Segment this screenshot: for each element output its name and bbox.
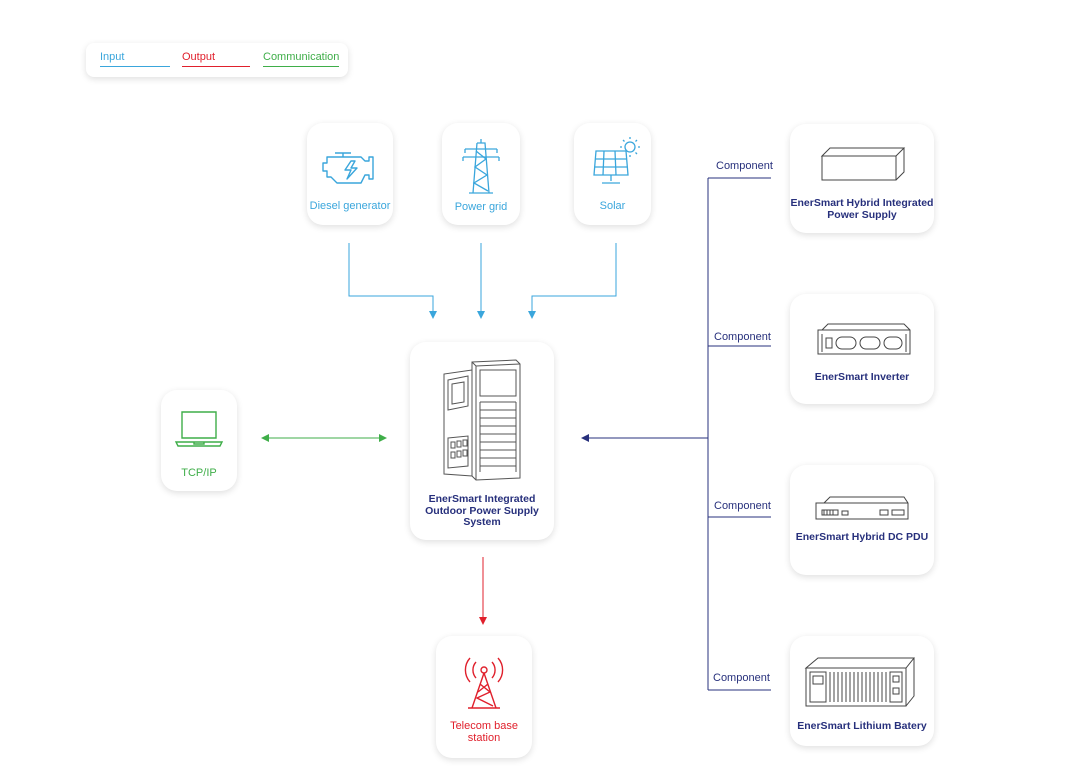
input-card-solar: Solar: [574, 123, 651, 225]
component-link-label-2: Component: [714, 331, 771, 343]
legend-communication: Communication: [263, 51, 339, 67]
legend-output: Output: [182, 51, 250, 67]
input-label-diesel: Diesel generator: [309, 200, 391, 212]
center-title: EnerSmart Integrated Outdoor Power Suppl…: [425, 493, 539, 528]
component-label-2: EnerSmart Inverter: [814, 371, 910, 383]
rack-inverter-icon: [817, 323, 911, 355]
component-link-label-3: Component: [714, 500, 771, 512]
output-card-telecom: Telecom base station: [436, 636, 532, 758]
comm-card-tcpip: TCP/IP: [161, 390, 237, 491]
component-card-hybrid-power-supply: EnerSmart Hybrid Integrated Power Supply: [790, 124, 934, 233]
cabinet-icon: [443, 359, 521, 481]
power-tower-icon: [462, 139, 500, 194]
component-label-4: EnerSmart Lithium Batery: [797, 720, 927, 732]
rack-pdu-icon: [815, 496, 909, 520]
box-unit-icon: [820, 147, 906, 181]
input-label-grid: Power grid: [454, 201, 508, 213]
component-link-label-4: Component: [713, 672, 770, 684]
center-system-card: EnerSmart Integrated Outdoor Power Suppl…: [410, 342, 554, 540]
input-label-solar: Solar: [599, 200, 626, 212]
component-card-inverter: EnerSmart Inverter: [790, 294, 934, 404]
input-line-diesel: [348, 243, 437, 319]
input-card-diesel-generator: Diesel generator: [307, 123, 393, 225]
component-label-1: EnerSmart Hybrid Integrated Power Supply: [790, 197, 934, 221]
output-label: Telecom base station: [450, 720, 518, 744]
legend-input: Input: [100, 51, 170, 67]
engine-icon: [322, 152, 374, 184]
component-card-lithium-battery: EnerSmart Lithium Batery: [790, 636, 934, 746]
input-line-solar: [528, 243, 617, 319]
component-link-label-1: Component: [716, 160, 773, 172]
legend: Input Output Communication: [86, 43, 348, 77]
component-label-3: EnerSmart Hybrid DC PDU: [795, 531, 929, 543]
component-card-dc-pdu: EnerSmart Hybrid DC PDU: [790, 465, 934, 575]
input-card-power-grid: Power grid: [442, 123, 520, 225]
antenna-tower-icon: [464, 657, 504, 709]
battery-module-icon: [804, 657, 916, 707]
comm-label: TCP/IP: [181, 467, 217, 479]
solar-panel-icon: [593, 137, 640, 184]
laptop-icon: [174, 411, 224, 447]
